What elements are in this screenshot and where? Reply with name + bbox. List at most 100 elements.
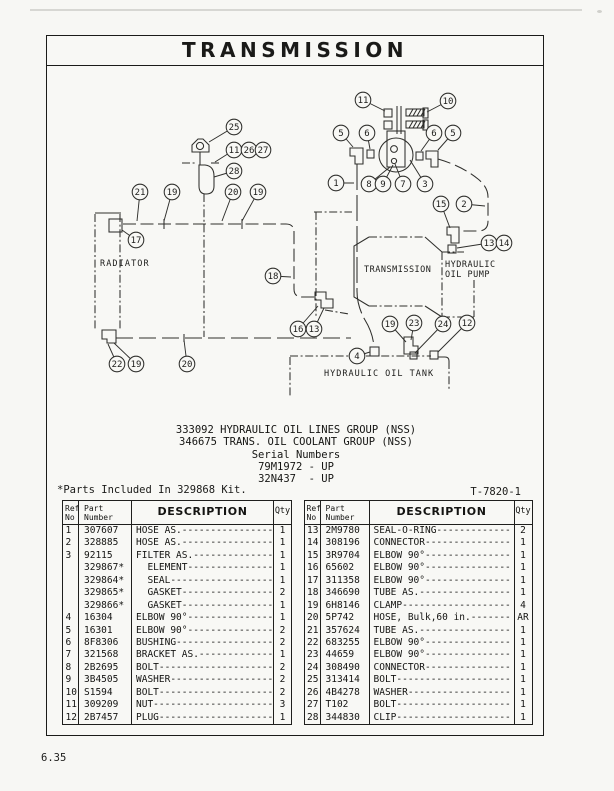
svg-text:11: 11 xyxy=(229,146,240,156)
part-number: 92115 xyxy=(79,549,132,563)
pump-connector xyxy=(447,244,457,254)
description: SEAL-O-RING------------- xyxy=(370,525,515,538)
qty: 3 xyxy=(279,699,286,711)
callout-11: 11 xyxy=(225,141,243,159)
bolt-shaft xyxy=(405,120,425,129)
description: BRACKET AS.------------- xyxy=(132,649,274,662)
qty: 2 xyxy=(279,587,286,599)
svg-text:5: 5 xyxy=(338,129,343,139)
ref-no: 17 xyxy=(305,574,321,588)
description: CONNECTOR--------------- xyxy=(370,537,515,550)
ref-no: 8 xyxy=(63,661,79,675)
callout-20: 20 xyxy=(224,183,242,201)
table-row: 329865* GASKET----------------2 xyxy=(63,587,291,600)
table-row: 329864* SEAL------------------1 xyxy=(63,574,291,588)
description: ELBOW 90°--------------- xyxy=(132,612,274,625)
diagram-label: HYDRAULIC OIL TANK xyxy=(324,369,434,379)
description: WASHER------------------ xyxy=(132,674,274,687)
description: HOSE AS.---------------- xyxy=(132,525,274,538)
part-number: 311358 xyxy=(321,574,370,588)
svg-text:5: 5 xyxy=(450,129,455,139)
ref-no: 25 xyxy=(305,674,321,687)
qty: 1 xyxy=(520,537,526,549)
ref-no: 16 xyxy=(305,562,321,575)
callout-25: 25 xyxy=(225,118,243,136)
svg-text:23: 23 xyxy=(409,319,420,329)
svg-text:13: 13 xyxy=(484,239,495,249)
ref-no: 11 xyxy=(63,699,79,712)
part-number: 329867* xyxy=(79,562,132,575)
qty: 2 xyxy=(279,686,286,698)
part-number: 2M9780 xyxy=(321,525,370,538)
description: BUSHING----------------- xyxy=(132,636,274,650)
callout-13: 13 xyxy=(305,320,323,338)
callout-13: 13 xyxy=(480,234,498,252)
machine-reference-lines xyxy=(314,211,352,316)
ref-no: 10 xyxy=(63,686,79,700)
ref-no: 27 xyxy=(305,699,321,712)
qty: 1 xyxy=(279,525,286,536)
description: GASKET---------------- xyxy=(132,599,274,613)
pump-elbow-15 xyxy=(446,226,460,244)
callout-14: 14 xyxy=(495,234,513,252)
svg-text:1: 1 xyxy=(333,179,338,189)
valve-to-pump-hose xyxy=(437,158,489,232)
callout-19: 19 xyxy=(381,315,399,333)
callout-23: 23 xyxy=(405,314,423,332)
callout-11: 11 xyxy=(354,91,372,109)
qty: 4 xyxy=(520,599,526,611)
part-number: 65602 xyxy=(321,562,370,575)
callout-19: 19 xyxy=(163,183,181,201)
callout-27: 27 xyxy=(254,141,272,159)
callout-19: 19 xyxy=(249,183,267,201)
description: ELBOW 90°--------------- xyxy=(370,636,515,650)
part-number: 44659 xyxy=(321,649,370,662)
callout-24: 24 xyxy=(434,315,452,333)
svg-text:19: 19 xyxy=(167,188,178,198)
svg-text:17: 17 xyxy=(131,236,142,246)
part-number: 16304 xyxy=(79,612,132,625)
scan-speck-artifact xyxy=(597,10,602,13)
transmission-outline xyxy=(353,236,443,318)
nut xyxy=(383,120,393,130)
callout-15: 15 xyxy=(432,195,450,213)
qty: 1 xyxy=(520,587,526,599)
filter-assembly xyxy=(182,138,221,337)
description: ELBOW 90°--------------- xyxy=(132,624,274,637)
svg-text:22: 22 xyxy=(112,360,123,370)
description: ELBOW 90°--------------- xyxy=(370,549,515,563)
col-qty: Qty xyxy=(274,506,291,516)
ref-no: 15 xyxy=(305,549,321,563)
svg-text:8: 8 xyxy=(366,180,371,190)
ref-no: 13 xyxy=(305,525,321,538)
part-number: 308196 xyxy=(321,537,370,550)
qty: 2 xyxy=(279,674,286,686)
qty: 2 xyxy=(279,636,286,648)
part-number: 2B2695 xyxy=(79,661,132,675)
qty: 1 xyxy=(279,612,286,624)
description: TUBE AS.---------------- xyxy=(370,587,515,600)
svg-text:6: 6 xyxy=(431,129,436,139)
bolt-head xyxy=(422,119,429,131)
part-number: T102 xyxy=(321,699,370,712)
ref-no: 5 xyxy=(63,624,79,637)
description: WASHER------------------ xyxy=(370,686,515,700)
description: PLUG-------------------- xyxy=(132,711,274,724)
callout-22: 22 xyxy=(108,355,126,373)
ref-no: 7 xyxy=(63,649,79,662)
callout-20: 20 xyxy=(178,355,196,373)
caption-line: 346675 TRANS. OIL COOLANT GROUP (NSS) xyxy=(179,436,413,449)
